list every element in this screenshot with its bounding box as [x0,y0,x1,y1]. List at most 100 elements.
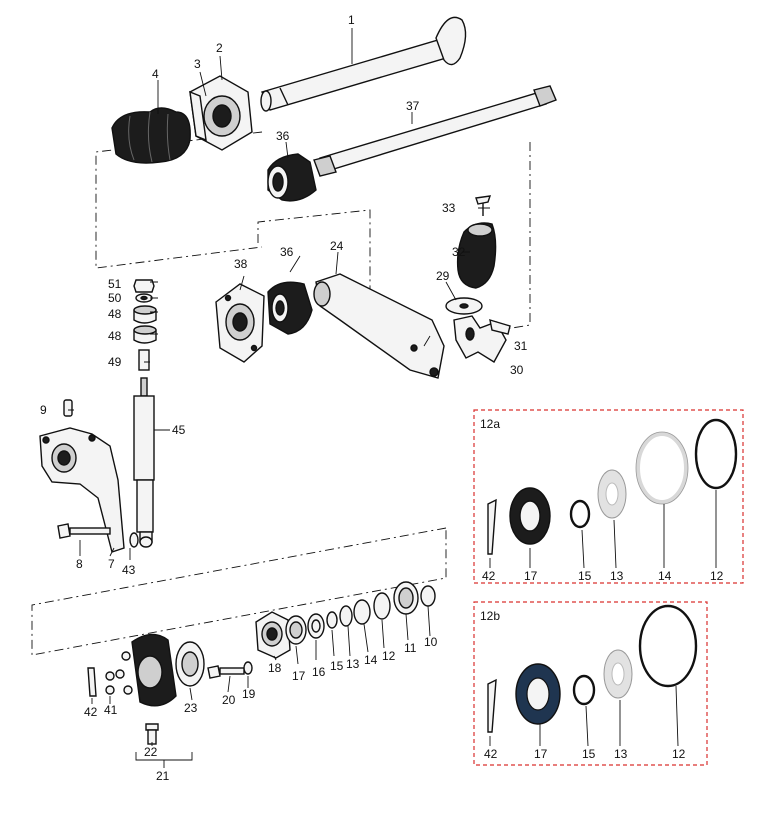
wheel-studs-41 [105,671,115,695]
callout-42: 42 [84,705,98,719]
inset-12a-label-42: 42 [482,569,496,583]
rubber-boot-32 [456,222,497,289]
callout-17: 17 [292,669,306,683]
inset-12b-cotter-pin [487,678,497,733]
seal-ring-12 [373,592,391,620]
callout-43: 43 [122,563,136,577]
callout-14: 14 [364,653,378,667]
ring-15 [326,611,338,629]
washer-43 [129,532,139,548]
inset-12b-leaders [489,685,679,747]
inset-12b-seal-17 [515,663,561,725]
washer-50 [135,293,153,303]
callout-41: 41 [104,703,118,717]
inset-12a-border [473,409,744,584]
spring-plate-bracket [39,427,125,553]
bearing-housing [189,75,253,151]
washer-19 [243,661,253,675]
inset-12a-label-12: 12 [710,569,724,583]
axle-shaft [260,16,467,112]
callout-23: 23 [184,701,198,715]
callout-51: 51 [108,277,122,291]
washer-13 [339,605,353,627]
inset-12a-washer-13 [597,469,627,519]
inset-12a-label-15: 15 [578,569,592,583]
inset-12b-label-17: 17 [534,747,548,761]
bushing-lower [267,281,313,335]
inset-12a-ring-15 [569,499,591,529]
bolt-8 [57,523,111,539]
bearing-cover-18 [255,611,291,659]
inset-12b-label-13: 13 [614,747,628,761]
callout-12: 12 [382,649,396,663]
callout-22: 22 [144,745,158,759]
inset-12b-label-15: 15 [582,747,596,761]
callout-31: 31 [514,339,528,353]
callout-16: 16 [312,665,326,679]
inset-12a-cotter-pin [487,498,497,555]
inset-12b-label-12: 12 [672,747,686,761]
callout-10: 10 [424,635,438,649]
rubber-boot [111,107,191,164]
sleeve-49 [138,349,150,371]
screw-33 [475,195,492,216]
inset-12a: 12a 42 17 15 13 14 12 [473,409,744,584]
callout-50: 50 [108,291,122,305]
callout-29: 29 [436,269,450,283]
callout-18: 18 [268,661,282,675]
callout-3: 3 [194,57,201,71]
callout-11: 11 [404,641,417,655]
guide-line-middle [257,209,371,330]
callout-21: 21 [156,769,170,783]
callout-7: 7 [108,557,115,571]
callout-32: 32 [452,245,466,259]
callout-1: 1 [348,13,355,27]
callout-13: 13 [346,657,360,671]
inset-12a-label-17: 17 [524,569,538,583]
inset-12a-label-13: 13 [610,569,624,583]
inset-12b: 12b 42 17 15 13 12 [473,601,708,766]
inset-12a-label-14: 14 [658,569,672,583]
spacer-16 [307,613,325,639]
cotter-pin-42-main [87,667,97,697]
inset-12a-ring-12 [694,418,738,490]
shock-absorber [133,377,155,548]
leader-lines [68,28,490,746]
callout-9: 9 [40,403,47,417]
bushing-48-upper [133,305,157,324]
callout-2: 2 [216,41,223,55]
bushing-upper [267,153,317,202]
pin-9 [63,399,73,417]
callout-36-upper: 36 [276,129,290,143]
inset-12b-ring-12 [638,604,698,688]
knuckle-31 [453,315,511,363]
inset-12b-label-42: 42 [484,747,498,761]
inset-12a-seal-17 [509,487,551,545]
washer-29 [445,297,483,315]
brake-drum-21 [115,633,177,707]
inset-12b-border [473,601,708,766]
inset-12a-title: 12a [480,417,500,431]
bolt-20 [207,665,245,679]
bushing-48-lower [133,325,157,344]
callout-30: 30 [510,363,524,377]
dust-cover-23 [175,641,205,687]
inset-12b-ring-15 [572,674,596,706]
seal-17 [285,615,307,645]
guide-line-lower [31,527,447,656]
callout-8: 8 [76,557,83,571]
callout-37: 37 [406,99,420,113]
flange-38 [215,283,265,363]
trailing-arm [313,273,445,379]
ring-14 [353,599,371,625]
bearing-11 [393,581,419,615]
callout-38: 38 [234,257,248,271]
callout-48-upper: 48 [108,307,122,321]
nut-51 [133,279,155,293]
callout-36-lower: 36 [280,245,294,259]
callout-48-lower: 48 [108,329,122,343]
callout-49: 49 [108,355,122,369]
callout-33: 33 [442,201,456,215]
